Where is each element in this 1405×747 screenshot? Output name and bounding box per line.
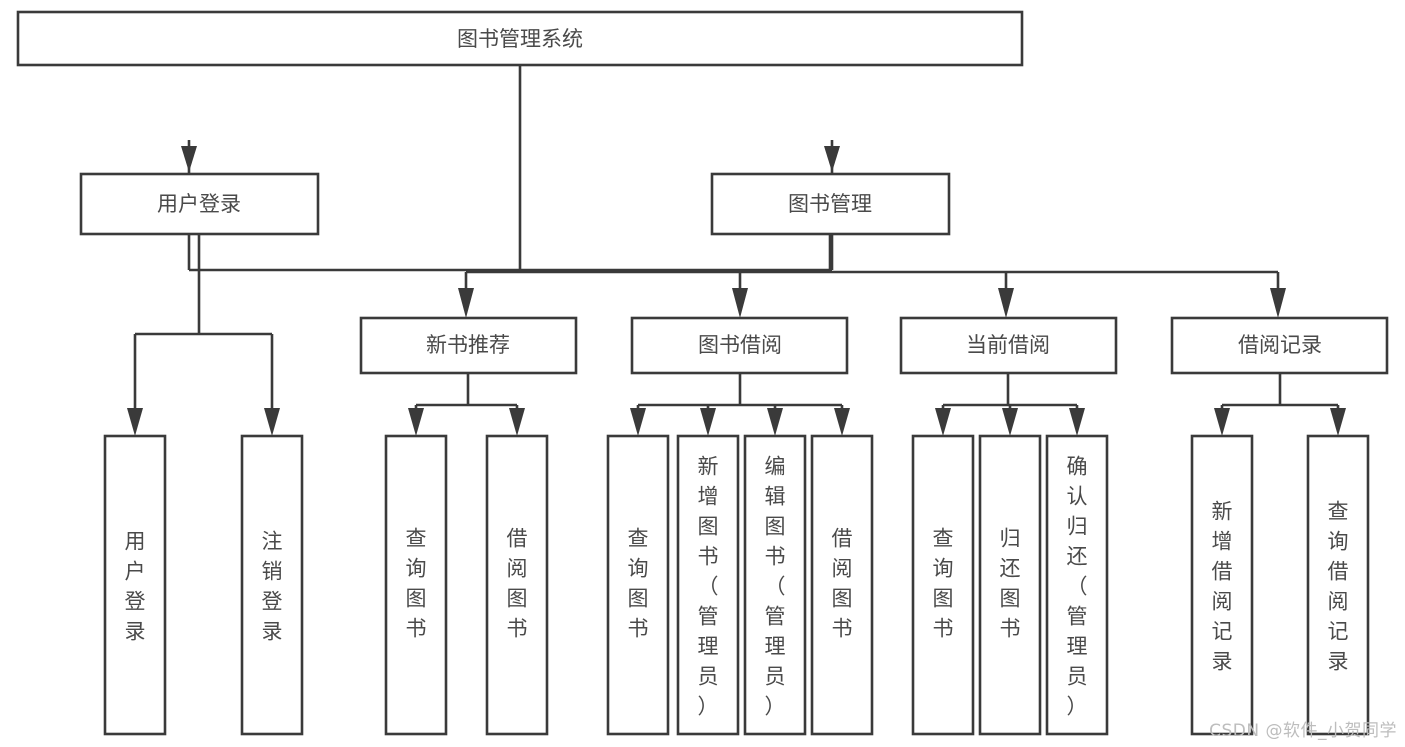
node-book-borrow-box[interactable] xyxy=(630,316,849,375)
node-book-manage[interactable]: 图书管理 xyxy=(710,172,951,236)
leaf-add-borrow-record-box[interactable] xyxy=(1190,434,1254,736)
node-current-borrow-box[interactable] xyxy=(899,316,1118,375)
node-book-manage-label: 图书管理 xyxy=(788,192,872,216)
leaf-borrow-book[interactable]: 借阅图书 xyxy=(810,434,874,736)
arrowhead-leaf-borrow-book-rec xyxy=(509,408,525,436)
leaf-query-book-borrow-label: 查询图书 xyxy=(628,526,649,640)
arrowhead-leaf-borrow-book xyxy=(834,408,850,436)
leaf-query-book-rec[interactable]: 查询图书 xyxy=(384,434,448,736)
node-user-login[interactable]: 用户登录 xyxy=(79,172,320,236)
leaf-return-book-box[interactable] xyxy=(978,434,1042,736)
arrowhead-borrow-record xyxy=(1270,288,1286,318)
node-user-login-box[interactable] xyxy=(79,172,320,236)
leaf-user-logout-box[interactable] xyxy=(240,434,304,736)
arrowhead-book-borrow xyxy=(732,288,748,318)
node-root[interactable]: 图书管理系统 xyxy=(16,10,1024,67)
leaf-query-book-rec-label: 查询图书 xyxy=(406,526,427,640)
leaf-borrow-book-rec-label: 借阅图书 xyxy=(507,526,528,640)
arrowhead-leaf-query-book-rec xyxy=(408,408,424,436)
csdn-watermark: CSDN @软件_小贺同学 xyxy=(1209,721,1397,741)
leaf-add-book-admin-label: 新增图书（管理员） xyxy=(698,454,719,718)
node-current-borrow[interactable]: 当前借阅 xyxy=(899,316,1118,375)
arrowhead-leaf-confirm-return-admin xyxy=(1069,408,1085,436)
leaf-query-book-current-box[interactable] xyxy=(911,434,975,736)
leaf-edit-book-admin[interactable]: 编辑图书（管理员） xyxy=(743,434,807,736)
leaf-user-logout-label: 注销登录 xyxy=(262,529,283,643)
arrowhead-leaf-add-book-admin xyxy=(700,408,716,436)
leaf-add-book-admin-box[interactable] xyxy=(676,434,740,736)
node-new-book-recommend-box[interactable] xyxy=(359,316,578,375)
leaf-user-login[interactable]: 用户登录 xyxy=(103,434,167,736)
leaf-add-book-admin[interactable]: 新增图书（管理员） xyxy=(676,434,740,736)
arrowhead-leaf-user-login xyxy=(127,408,143,436)
leaf-confirm-return-admin[interactable]: 确认归还（管理员） xyxy=(1045,434,1109,736)
leaf-borrow-book-box[interactable] xyxy=(810,434,874,736)
node-user-login-label: 用户登录 xyxy=(157,192,241,216)
leaf-borrow-book-rec[interactable]: 借阅图书 xyxy=(485,434,549,736)
arrowhead-user-login xyxy=(181,146,197,172)
arrowhead-leaf-query-book-borrow xyxy=(630,408,646,436)
leaf-user-login-label: 用户登录 xyxy=(125,529,146,643)
leaf-borrow-book-rec-box[interactable] xyxy=(485,434,549,736)
node-new-book-recommend[interactable]: 新书推荐 xyxy=(359,316,578,375)
arrowhead-leaf-user-logout xyxy=(264,408,280,436)
arrowhead-new-book-recommend xyxy=(458,288,474,318)
node-book-borrow-label: 图书借阅 xyxy=(698,333,782,357)
leaf-query-book-current[interactable]: 查询图书 xyxy=(911,434,975,736)
leaf-query-book-borrow[interactable]: 查询图书 xyxy=(606,434,670,736)
leaf-confirm-return-admin-box[interactable] xyxy=(1045,434,1109,736)
leaf-add-borrow-record[interactable]: 新增借阅记录 xyxy=(1190,434,1254,736)
leaf-query-book-rec-box[interactable] xyxy=(384,434,448,736)
connector-layer xyxy=(127,65,1346,436)
leaf-return-book[interactable]: 归还图书 xyxy=(978,434,1042,736)
node-root-box[interactable] xyxy=(16,10,1024,67)
arrowhead-leaf-add-borrow-record xyxy=(1214,408,1230,436)
arrowhead-leaf-edit-book-admin xyxy=(767,408,783,436)
arrowhead-leaf-return-book xyxy=(1002,408,1018,436)
arrowhead-leaf-query-book-current xyxy=(935,408,951,436)
arrowhead-current-borrow xyxy=(998,288,1014,318)
leaf-query-book-current-label: 查询图书 xyxy=(933,526,954,640)
leaf-edit-book-admin-box[interactable] xyxy=(743,434,807,736)
node-borrow-record-box[interactable] xyxy=(1170,316,1389,375)
arrowhead-book-manage xyxy=(824,146,840,172)
node-new-book-recommend-label: 新书推荐 xyxy=(426,333,510,357)
leaf-edit-book-admin-label: 编辑图书（管理员） xyxy=(765,454,786,718)
arrowhead-leaf-query-borrow-record xyxy=(1330,408,1346,436)
leaf-query-book-borrow-box[interactable] xyxy=(606,434,670,736)
node-borrow-record[interactable]: 借阅记录 xyxy=(1170,316,1389,375)
node-current-borrow-label: 当前借阅 xyxy=(966,333,1050,357)
leaf-query-borrow-record-label: 查询借阅记录 xyxy=(1328,499,1349,673)
leaf-user-logout[interactable]: 注销登录 xyxy=(240,434,304,736)
node-book-manage-box[interactable] xyxy=(710,172,951,236)
leaf-user-login-box[interactable] xyxy=(103,434,167,736)
node-book-borrow[interactable]: 图书借阅 xyxy=(630,316,849,375)
node-root-label: 图书管理系统 xyxy=(457,27,583,51)
leaf-query-borrow-record-box[interactable] xyxy=(1306,434,1370,736)
leaf-confirm-return-admin-label: 确认归还（管理员） xyxy=(1067,454,1088,718)
leaf-return-book-label: 归还图书 xyxy=(1000,526,1021,640)
node-borrow-record-label: 借阅记录 xyxy=(1238,333,1322,357)
leaf-borrow-book-label: 借阅图书 xyxy=(832,526,853,640)
leaf-query-borrow-record[interactable]: 查询借阅记录 xyxy=(1306,434,1370,736)
leaf-add-borrow-record-label: 新增借阅记录 xyxy=(1212,499,1233,673)
